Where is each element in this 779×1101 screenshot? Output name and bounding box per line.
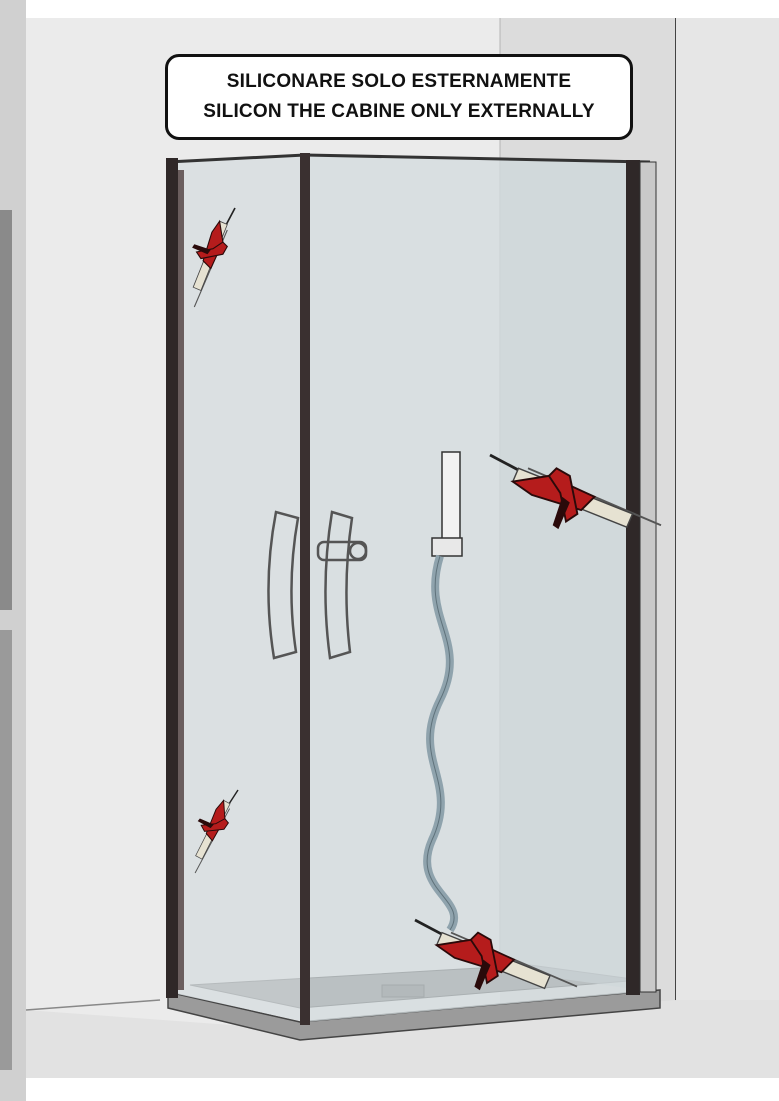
instruction-label: SILICONARE SOLO ESTERNAMENTE SILICON THE… xyxy=(165,54,633,140)
glass-panel-left xyxy=(168,155,305,1022)
right-wall-profile xyxy=(626,160,640,995)
corner-profile xyxy=(300,153,310,1025)
instruction-line-italian: SILICONARE SOLO ESTERNAMENTE xyxy=(227,67,571,97)
instruction-line-english: SILICON THE CABINE ONLY EXTERNALLY xyxy=(203,97,594,127)
left-wall-profile xyxy=(166,158,178,998)
